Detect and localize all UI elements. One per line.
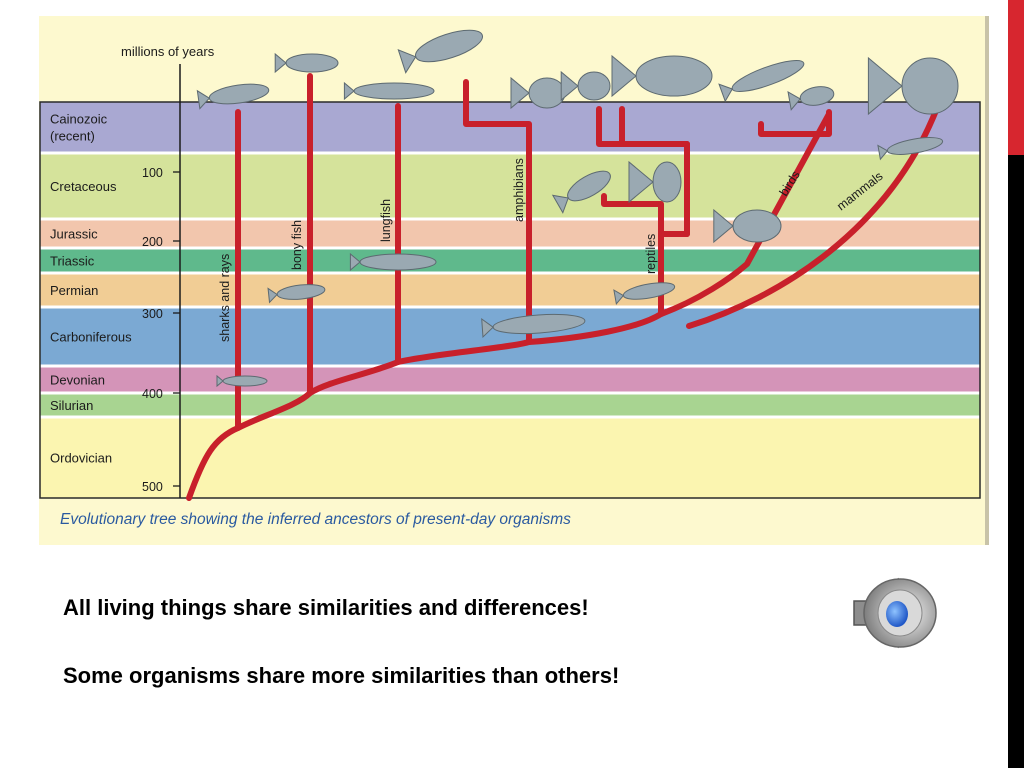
statement-more-similarities: Some organisms share more similarities t…: [63, 663, 619, 689]
lineage-label: reptiles: [644, 234, 658, 274]
speaker-icon[interactable]: [848, 573, 938, 653]
statement-similarities: All living things share similarities and…: [63, 595, 589, 621]
tick-label: 300: [142, 307, 163, 321]
period-label: Carboniferous: [50, 330, 132, 345]
period-label: Ordovician: [50, 451, 112, 466]
period-label: Triassic: [50, 254, 95, 269]
period-band: [40, 102, 980, 153]
period-band: [40, 366, 980, 393]
period-label: Jurassic: [50, 227, 98, 242]
period-band: [40, 248, 980, 273]
amphibian-figure: [398, 24, 486, 73]
period-band: [40, 307, 980, 366]
tortoise-figure: [612, 56, 712, 96]
snake-figure: [561, 72, 610, 100]
bony-fish-figure: [275, 54, 338, 72]
figure-caption: Evolutionary tree showing the inferred a…: [60, 511, 571, 529]
lineage-label: lungfish: [379, 199, 393, 242]
lineage-label: amphibians: [512, 158, 526, 222]
slide-edge-bar: [1008, 155, 1024, 768]
tick-label: 100: [142, 166, 163, 180]
period-label: (recent): [50, 129, 95, 144]
period-label: Permian: [50, 283, 98, 298]
period-band: [40, 393, 980, 417]
period-band: [40, 417, 980, 498]
tick-label: 400: [142, 387, 163, 401]
evolution-diagram: Cainozoic (recent) CretaceousJurassicTrias…: [39, 16, 985, 545]
axis-title: millions of years: [121, 44, 215, 59]
tick-label: 200: [142, 235, 163, 249]
slide-accent-bar: [1008, 0, 1024, 155]
period-label: Silurian: [50, 398, 93, 413]
lineage-label: sharks and rays: [218, 254, 232, 342]
period-label: Devonian: [50, 373, 105, 388]
seabird-figure: [719, 55, 807, 102]
tick-label: 500: [142, 480, 163, 494]
lineage-label: bony fish: [290, 220, 304, 270]
period-label: Cainozoic: [50, 112, 108, 127]
period-label: Cretaceous: [50, 179, 117, 194]
lungfish-figure: [344, 83, 434, 99]
period-band: [40, 273, 980, 307]
